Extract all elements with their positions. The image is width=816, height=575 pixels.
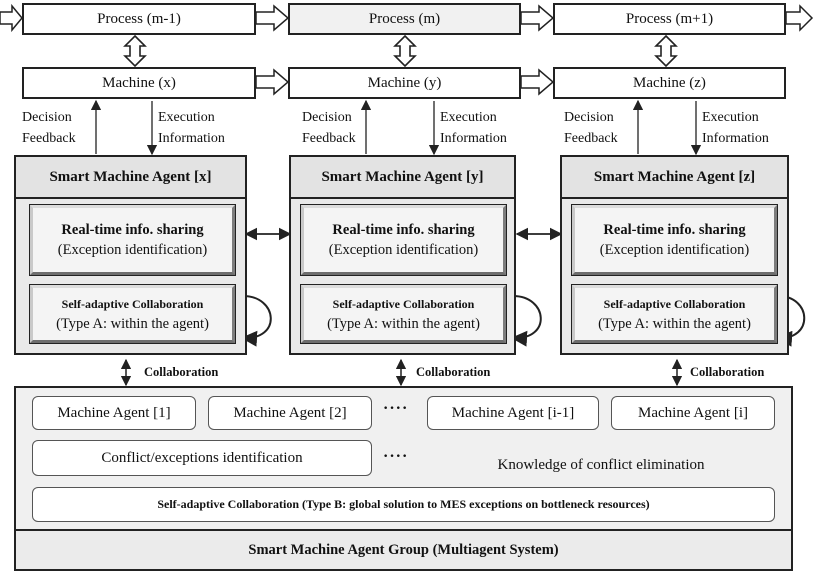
self-adaptive-title: Self-adaptive Collaboration [332,297,475,311]
self-adaptive-subtitle: (Type A: within the agent) [327,316,480,332]
machine-box-y: Machine (y) [288,67,521,99]
machine-flow-arrows [255,68,555,96]
information-text: Information [702,131,769,146]
self-adaptive-box: Self-adaptive Collaboration (Type A: wit… [29,284,236,344]
process-box-m-plus-1: Process (m+1) [553,3,786,35]
feedback-text: Feedback [22,131,76,146]
collaboration-label: Collaboration [144,365,219,379]
execution-text: Execution [702,110,759,125]
realtime-sharing-box: Real-time info. sharing (Exception ident… [571,204,778,276]
process-label: Process (m+1) [625,10,714,27]
execution-text: Execution [158,110,215,125]
agent-title: Smart Machine Agent [z] [562,157,787,199]
process-machine-arrows [123,34,678,68]
ellipsis-dots: ···· [383,448,409,465]
knowledge-label: Knowledge of conflict elimination [497,456,705,473]
ellipsis-dots: ···· [383,400,409,417]
realtime-title: Real-time info. sharing [332,222,475,238]
machine-agent-i: Machine Agent [i] [611,396,775,430]
realtime-sharing-box: Real-time info. sharing (Exception ident… [300,204,507,276]
agent-title: Smart Machine Agent [x] [16,157,245,199]
realtime-subtitle: (Exception identification) [57,242,208,258]
process-box-m: Process (m) [288,3,521,35]
decision-text: Decision [564,110,614,125]
machine-box-x: Machine (x) [22,67,256,99]
self-adaptive-title: Self-adaptive Collaboration [603,297,746,311]
machine-label: Machine (z) [633,74,706,91]
execution-text: Execution [440,110,497,125]
machine-box-z: Machine (z) [553,67,786,99]
information-text: Information [440,131,507,146]
smart-machine-agent-x: Smart Machine Agent [x] Real-time info. … [14,155,247,355]
decision-text: Decision [22,110,72,125]
realtime-title: Real-time info. sharing [61,222,204,238]
smart-machine-agent-y: Smart Machine Agent [y] Real-time info. … [289,155,516,355]
realtime-subtitle: (Exception identification) [599,242,750,258]
realtime-subtitle: (Exception identification) [328,242,479,258]
machine-agent-i-minus-1: Machine Agent [i-1] [427,396,599,430]
decision-text: Decision [302,110,352,125]
collaboration-label: Collaboration [690,365,765,379]
machine-agent-2: Machine Agent [2] [208,396,372,430]
group-title: Smart Machine Agent Group (Multiagent Sy… [16,529,791,569]
self-adaptive-box: Self-adaptive Collaboration (Type A: wit… [571,284,778,344]
machine-label: Machine (y) [367,74,442,91]
self-adaptive-type-b-box: Self-adaptive Collaboration (Type B: glo… [32,487,775,522]
feedback-text: Feedback [564,131,618,146]
self-adaptive-subtitle: (Type A: within the agent) [56,316,209,332]
machine-label: Machine (x) [102,74,176,91]
collaboration-arrows [120,358,683,387]
realtime-title: Real-time info. sharing [603,222,746,238]
information-text: Information [158,131,225,146]
realtime-sharing-box: Real-time info. sharing (Exception ident… [29,204,236,276]
self-adaptive-title: Self-adaptive Collaboration [61,297,204,311]
collaboration-label: Collaboration [416,365,491,379]
process-flow-arrows [0,3,814,33]
conflict-identification-box: Conflict/exceptions identification [32,440,372,476]
process-box-m-minus-1: Process (m-1) [22,3,256,35]
process-label: Process (m-1) [97,10,181,27]
feedback-text: Feedback [302,131,356,146]
process-label: Process (m) [368,10,441,27]
agent-title: Smart Machine Agent [y] [291,157,514,199]
machine-agent-1: Machine Agent [1] [32,396,196,430]
self-adaptive-box: Self-adaptive Collaboration (Type A: wit… [300,284,507,344]
smart-machine-agent-z: Smart Machine Agent [z] Real-time info. … [560,155,789,355]
feedback-arrows [90,99,702,156]
self-adaptive-subtitle: (Type A: within the agent) [598,316,751,332]
